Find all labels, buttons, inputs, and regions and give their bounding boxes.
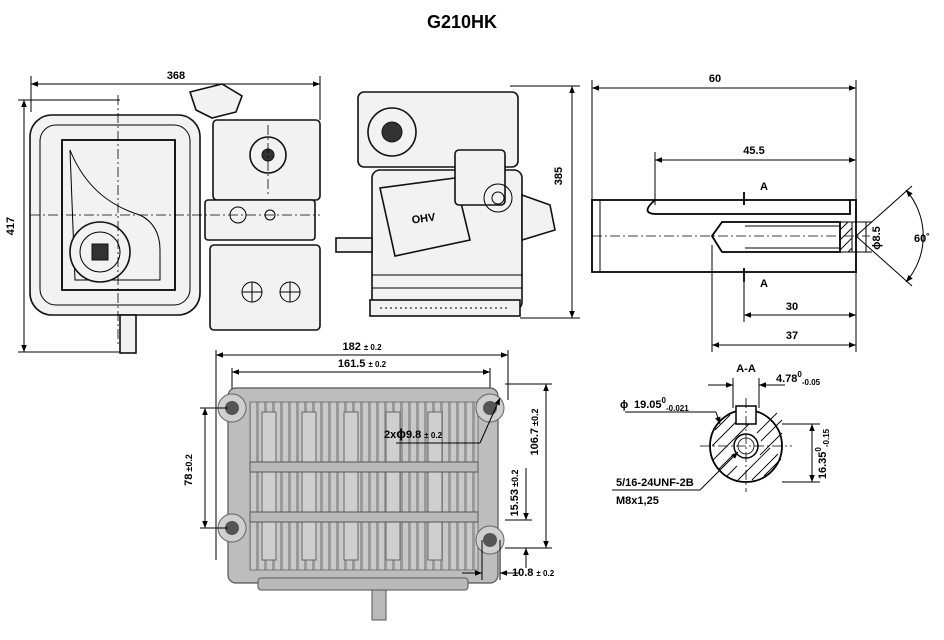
shaft-bore-dia-label: ϕ8.5 [871, 226, 883, 250]
section-aa: A-A 4.780-0.05 ϕ [612, 363, 831, 507]
shaft-keyway-length-label: 45.5 [743, 145, 764, 157]
shaft-bore-depth-label: 30 [786, 301, 798, 313]
shaft-view: 60 45.5 A A 30 37 [591, 73, 930, 352]
key-width-label: 4.780-0.05 [776, 370, 821, 387]
base-offset-108-label: 10.8± 0.2 [512, 567, 555, 579]
section-hatching [711, 412, 783, 481]
drawing-title: G210HK [427, 12, 497, 32]
front-view: 368 417 [5, 70, 321, 354]
shaft-total-length-label: 60 [709, 73, 721, 85]
base-view: 182± 0.2 161.5± 0.2 [183, 341, 555, 621]
shaft-chamfer-angle-label: 60˚ [914, 233, 930, 245]
shaft-thread-depth-label: 37 [786, 330, 798, 342]
section-marker-bottom: A [760, 278, 768, 290]
thread-imperial-label: 5/16-24UNF-2B [616, 477, 694, 489]
base-height-1067-label: 106.7±0.2 [529, 409, 541, 456]
section-marker-top: A [760, 181, 768, 193]
front-width-label: 368 [167, 70, 185, 82]
ohv-badge: OHV [411, 211, 437, 226]
thread-metric-label: M8x1,25 [616, 495, 659, 507]
base-hole-spec-label: 2xϕ9.8± 0.2 [384, 426, 443, 441]
base-hole-spacing-label: 161.5± 0.2 [338, 358, 387, 370]
key-height-label: 16.350-0.15 [814, 428, 831, 479]
side-height-label: 385 [553, 167, 565, 185]
base-outer-width-label: 182± 0.2 [342, 341, 382, 353]
base-offset-1553-label: 15.53±0.2 [509, 470, 521, 517]
side-view: 385 OHV [335, 85, 580, 319]
base-ribs [249, 411, 479, 561]
shaft-dia-label: 19.050-0.021 [634, 396, 689, 413]
section-aa-label: A-A [736, 363, 756, 375]
base-height-78-label: 78±0.2 [183, 454, 195, 486]
shaft-dia-phi: ϕ [620, 399, 628, 411]
front-height-label: 417 [5, 217, 17, 235]
